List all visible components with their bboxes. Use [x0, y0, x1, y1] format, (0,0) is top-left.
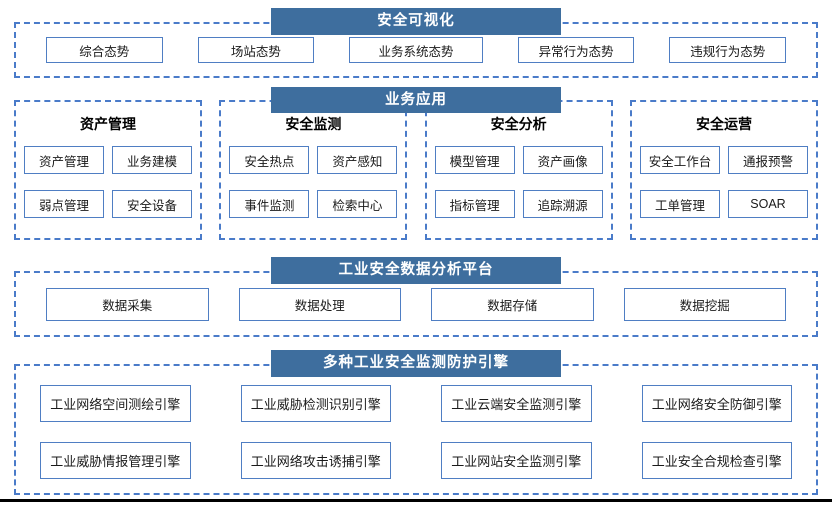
engine-box: 工业威胁情报管理引擎	[40, 442, 191, 479]
section-data-platform: 工业安全数据分析平台 数据采集 数据处理 数据存储 数据挖掘	[0, 257, 832, 337]
section-business-applications: 业务应用 资产管理 资产管理 业务建模 弱点管理 安全设备 安全监测 安全热点 …	[0, 87, 832, 240]
module-box-violation-behavior-posture: 违规行为态势	[669, 37, 786, 63]
module-box-overall-posture: 综合态势	[46, 37, 163, 63]
module-box-data-processing: 数据处理	[238, 288, 401, 321]
module-box: 模型管理	[434, 146, 515, 174]
module-box: 资产管理	[24, 146, 104, 174]
section-body-engines: 工业网络空间测绘引擎 工业威胁检测识别引擎 工业云端安全监测引擎 工业网络安全防…	[14, 364, 818, 495]
module-box: 事件监测	[229, 190, 310, 218]
section-engines: 多种工业安全监测防护引擎 工业网络空间测绘引擎 工业威胁检测识别引擎 工业云端安…	[0, 350, 832, 495]
group-grid: 模型管理 资产画像 指标管理 追踪溯源	[434, 146, 603, 218]
module-box: 追踪溯源	[522, 190, 603, 218]
section-body-business-applications: 资产管理 资产管理 业务建模 弱点管理 安全设备 安全监测 安全热点 资产感知 …	[14, 100, 818, 240]
engine-box: 工业网络空间测绘引擎	[40, 385, 191, 422]
engine-box: 工业网络安全防御引擎	[641, 385, 792, 422]
group-asset-management: 资产管理 资产管理 业务建模 弱点管理 安全设备	[14, 100, 202, 240]
engine-box: 工业网络攻击诱捕引擎	[240, 442, 391, 479]
group-security-monitoring: 安全监测 安全热点 资产感知 事件监测 检索中心	[219, 100, 408, 240]
group-grid: 资产管理 业务建模 弱点管理 安全设备	[24, 146, 192, 218]
module-box-data-collection: 数据采集	[46, 288, 209, 321]
section-body-data-platform: 数据采集 数据处理 数据存储 数据挖掘	[14, 271, 818, 337]
module-box: 资产感知	[317, 146, 398, 174]
module-box: 工单管理	[639, 190, 720, 218]
module-box: 资产画像	[522, 146, 603, 174]
group-title: 安全分析	[490, 116, 547, 132]
section-header-security-visualization: 安全可视化	[271, 8, 561, 35]
group-grid: 安全热点 资产感知 事件监测 检索中心	[229, 146, 398, 218]
engine-box: 工业威胁检测识别引擎	[240, 385, 391, 422]
bottom-rule	[0, 499, 832, 502]
group-grid: 安全工作台 通报预警 工单管理 SOAR	[639, 146, 808, 218]
module-box: SOAR	[727, 190, 808, 218]
engine-box: 工业网站安全监测引擎	[441, 442, 592, 479]
engine-box: 工业云端安全监测引擎	[441, 385, 592, 422]
module-box: 安全工作台	[639, 146, 720, 174]
module-box-business-system-posture: 业务系统态势	[349, 37, 483, 63]
section-security-visualization: 安全可视化 综合态势 场站态势 业务系统态势 异常行为态势 违规行为态势	[0, 8, 832, 78]
module-box-data-storage: 数据存储	[431, 288, 594, 321]
section-header-data-platform: 工业安全数据分析平台	[271, 257, 561, 284]
module-box: 弱点管理	[24, 190, 104, 218]
group-security-analysis: 安全分析 模型管理 资产画像 指标管理 追踪溯源	[424, 100, 613, 240]
section-body-security-visualization: 综合态势 场站态势 业务系统态势 异常行为态势 违规行为态势	[14, 22, 818, 78]
group-title: 安全监测	[285, 116, 342, 132]
module-box: 安全设备	[112, 190, 192, 218]
section-header-business-applications: 业务应用	[271, 87, 561, 113]
section-header-engines: 多种工业安全监测防护引擎	[271, 350, 561, 377]
module-box: 检索中心	[317, 190, 398, 218]
module-box: 安全热点	[229, 146, 310, 174]
group-title: 资产管理	[80, 116, 136, 132]
module-box: 业务建模	[112, 146, 192, 174]
engine-box: 工业安全合规检查引擎	[641, 442, 792, 479]
group-security-operations: 安全运营 安全工作台 通报预警 工单管理 SOAR	[629, 100, 818, 240]
module-box-abnormal-behavior-posture: 异常行为态势	[517, 37, 635, 63]
module-box: 通报预警	[727, 146, 808, 174]
module-box-station-posture: 场站态势	[197, 37, 315, 63]
group-title: 安全运营	[695, 116, 752, 132]
module-box: 指标管理	[434, 190, 515, 218]
module-box-data-mining: 数据挖掘	[623, 288, 786, 321]
